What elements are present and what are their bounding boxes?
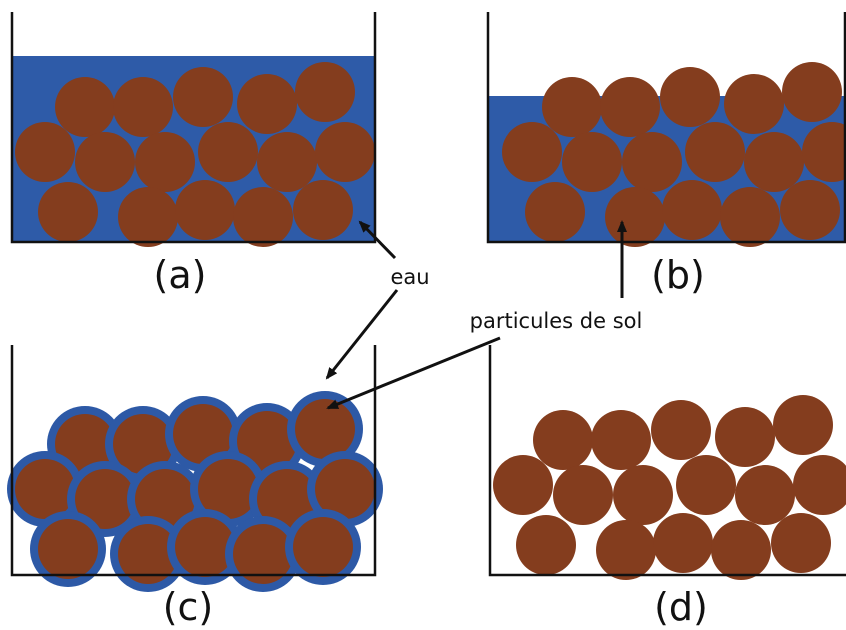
panel-label-a: (a) bbox=[154, 253, 207, 297]
soil-particle-6 bbox=[562, 132, 622, 192]
soil-particle-7 bbox=[135, 469, 195, 529]
soil-particle-5 bbox=[493, 455, 553, 515]
container bbox=[10, 345, 377, 577]
soil-particle-2 bbox=[173, 404, 233, 464]
soil-particle-0 bbox=[542, 77, 602, 137]
panel-label-b: (b) bbox=[651, 253, 705, 297]
soil-particle-8 bbox=[198, 122, 258, 182]
soil-particle-13 bbox=[662, 180, 722, 240]
soil-particle-11 bbox=[525, 182, 585, 242]
panel-label-c: (c) bbox=[163, 585, 214, 629]
soil-particle-11 bbox=[38, 519, 98, 579]
soil-particle-5 bbox=[15, 122, 75, 182]
soil-particle-15 bbox=[293, 180, 353, 240]
soil-particle-8 bbox=[198, 459, 258, 519]
soil-particle-12 bbox=[118, 524, 178, 584]
soil-particle-0 bbox=[55, 77, 115, 137]
soil-particle-4 bbox=[295, 62, 355, 122]
soil-particle-2 bbox=[651, 400, 711, 460]
container bbox=[486, 12, 846, 244]
soil-particle-14 bbox=[720, 187, 780, 247]
water-annotation: eau bbox=[390, 265, 429, 289]
soil-particle-9 bbox=[735, 465, 795, 525]
soil-particle-1 bbox=[600, 77, 660, 137]
soil-particle-7 bbox=[622, 132, 682, 192]
soil-particle-8 bbox=[685, 122, 745, 182]
soil-particle-6 bbox=[75, 132, 135, 192]
soil-particle-9 bbox=[257, 469, 317, 529]
soil-particle-15 bbox=[771, 513, 831, 573]
soil-particle-6 bbox=[553, 465, 613, 525]
soil-particle-10 bbox=[802, 122, 846, 182]
soil-particle-9 bbox=[744, 132, 804, 192]
soil-particle-1 bbox=[113, 414, 173, 474]
soil-particle-1 bbox=[113, 77, 173, 137]
soil-particle-10 bbox=[793, 455, 846, 515]
soil-particle-3 bbox=[237, 411, 297, 471]
particles-annotation: particules de sol bbox=[470, 309, 643, 333]
soil-particle-8 bbox=[676, 455, 736, 515]
soil-particle-4 bbox=[295, 399, 355, 459]
soil-particle-12 bbox=[118, 187, 178, 247]
annotation-arrows bbox=[325, 220, 627, 410]
soil-particle-0 bbox=[533, 410, 593, 470]
soil-particle-6 bbox=[75, 469, 135, 529]
soil-particle-15 bbox=[293, 517, 353, 577]
soil-particle-11 bbox=[38, 182, 98, 242]
container bbox=[488, 345, 846, 577]
soil-particle-13 bbox=[175, 517, 235, 577]
soil-particle-14 bbox=[233, 524, 293, 584]
arrow-water-to-a bbox=[358, 220, 397, 260]
soil-particle-2 bbox=[660, 67, 720, 127]
soil-particle-7 bbox=[613, 465, 673, 525]
soil-particle-2 bbox=[173, 67, 233, 127]
soil-particle-14 bbox=[711, 520, 771, 580]
soil-particle-1 bbox=[591, 410, 651, 470]
soil-particle-5 bbox=[15, 459, 75, 519]
panel-label-d: (d) bbox=[654, 585, 708, 629]
soil-particle-4 bbox=[782, 62, 842, 122]
soil-particle-10 bbox=[315, 122, 375, 182]
container bbox=[10, 12, 377, 244]
soil-particle-3 bbox=[724, 74, 784, 134]
soil-particle-4 bbox=[773, 395, 833, 455]
soil-particle-5 bbox=[502, 122, 562, 182]
soil-particle-7 bbox=[135, 132, 195, 192]
soil-particle-15 bbox=[780, 180, 840, 240]
soil-particle-10 bbox=[315, 459, 375, 519]
panel-c bbox=[7, 345, 383, 592]
soil-particle-0 bbox=[55, 414, 115, 474]
soil-particle-12 bbox=[605, 187, 665, 247]
soil-particle-9 bbox=[257, 132, 317, 192]
panel-d bbox=[488, 345, 846, 580]
panel-b bbox=[486, 12, 846, 247]
soil-particle-13 bbox=[175, 180, 235, 240]
arrow-water-to-c bbox=[325, 289, 399, 380]
arrow-particles-to-c bbox=[326, 336, 501, 410]
soil-particle-3 bbox=[715, 407, 775, 467]
soil-particle-13 bbox=[653, 513, 713, 573]
panel-a bbox=[10, 12, 377, 247]
soil-particle-14 bbox=[233, 187, 293, 247]
soil-particle-12 bbox=[596, 520, 656, 580]
soil-particle-11 bbox=[516, 515, 576, 575]
soil-particle-3 bbox=[237, 74, 297, 134]
